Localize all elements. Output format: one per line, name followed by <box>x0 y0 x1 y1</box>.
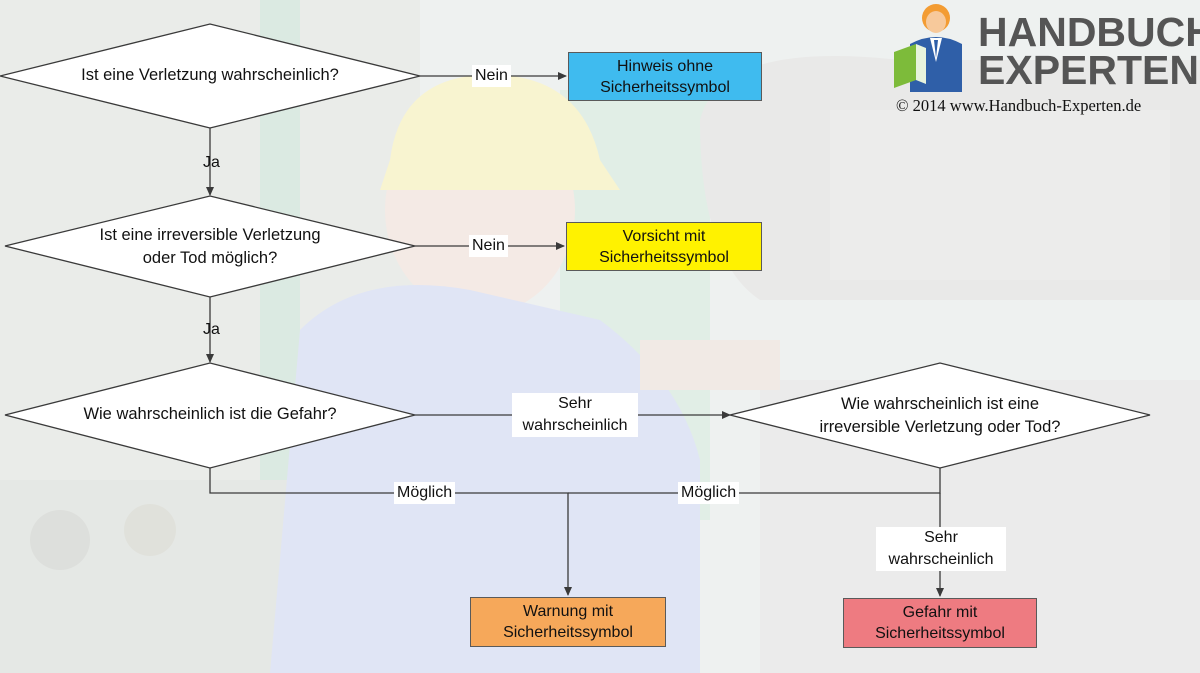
outcome-warnung-line1: Warnung mit <box>503 601 633 622</box>
edge-label-ja-1: Ja <box>200 152 223 174</box>
outcome-gefahr-line2: Sicherheitssymbol <box>875 623 1005 644</box>
outcome-warnung-box: Warnung mit Sicherheitssymbol <box>470 597 666 647</box>
outcome-gefahr-line1: Gefahr mit <box>875 602 1005 623</box>
outcome-vorsicht-line2: Sicherheitssymbol <box>599 247 729 268</box>
outcome-hinweis-line2: Sicherheitssymbol <box>600 77 730 98</box>
decision-4-label-line1: Wie wahrscheinlich ist eine <box>770 393 1110 416</box>
decision-3-label: Wie wahrscheinlich ist die Gefahr? <box>83 405 336 423</box>
edge-label-nein-1: Nein <box>472 65 511 87</box>
edge-label-sehr-1-line1: Sehr <box>515 393 635 415</box>
outcome-hinweis-line1: Hinweis ohne <box>600 56 730 77</box>
handbuch-experten-logo-icon <box>892 2 972 94</box>
edge-label-ja-2: Ja <box>200 319 223 341</box>
decision-1-label: Ist eine Verletzung wahrscheinlich? <box>81 66 339 84</box>
decision-4-label-line2: irreversible Verletzung oder Tod? <box>770 416 1110 439</box>
outcome-vorsicht-line1: Vorsicht mit <box>599 226 729 247</box>
copyright-text: © 2014 www.Handbuch-Experten.de <box>896 96 1141 116</box>
decision-4-text: Wie wahrscheinlich ist eine irreversible… <box>770 393 1110 439</box>
decision-1-text: Ist eine Verletzung wahrscheinlich? <box>40 64 380 87</box>
logo-text-experten: EXPERTEN <box>978 48 1199 92</box>
connector-d4-moeglich <box>568 468 940 493</box>
outcome-gefahr-box: Gefahr mit Sicherheitssymbol <box>843 598 1037 648</box>
outcome-vorsicht-box: Vorsicht mit Sicherheitssymbol <box>566 222 762 271</box>
edge-label-sehr-wahrscheinlich-1: Sehr wahrscheinlich <box>512 393 638 437</box>
edge-label-sehr-2-line2: wahrscheinlich <box>879 549 1003 571</box>
connector-d3-warnung <box>210 468 568 595</box>
decision-3-text: Wie wahrscheinlich ist die Gefahr? <box>40 403 380 426</box>
outcome-warnung-line2: Sicherheitssymbol <box>503 622 633 643</box>
edge-label-sehr-2-line1: Sehr <box>879 527 1003 549</box>
edge-label-moeglich-2: Möglich <box>678 482 739 504</box>
edge-label-moeglich-1: Möglich <box>394 482 455 504</box>
decision-2-text: Ist eine irreversible Verletzung oder To… <box>40 224 380 270</box>
outcome-hinweis-box: Hinweis ohne Sicherheitssymbol <box>568 52 762 101</box>
edge-label-sehr-wahrscheinlich-2: Sehr wahrscheinlich <box>876 527 1006 571</box>
edge-label-sehr-1-line2: wahrscheinlich <box>515 415 635 437</box>
decision-2-label-line1: Ist eine irreversible Verletzung <box>40 224 380 247</box>
edge-label-nein-2: Nein <box>469 235 508 257</box>
decision-2-label-line2: oder Tod möglich? <box>40 247 380 270</box>
